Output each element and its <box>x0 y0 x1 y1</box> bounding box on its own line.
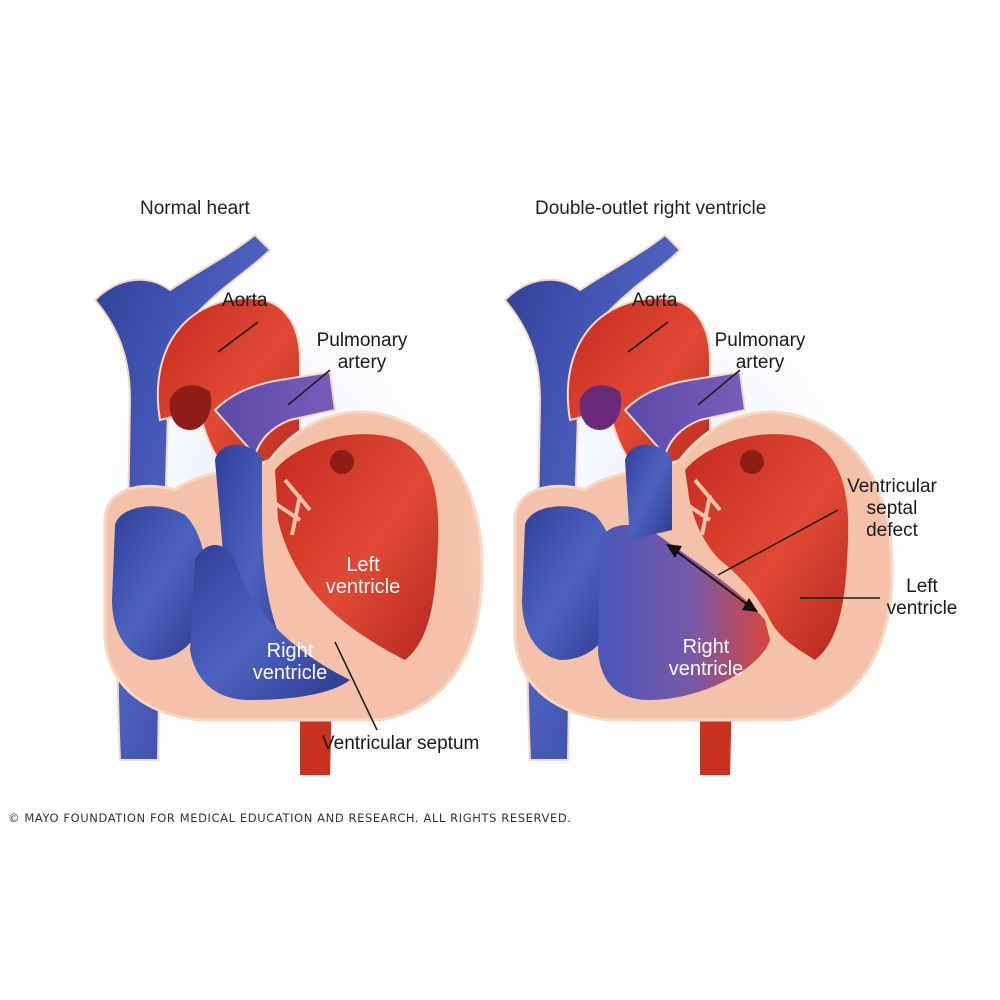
dorv-heart-drawing <box>450 220 930 820</box>
label-line: Pulmonary <box>316 330 408 351</box>
left-ventricle-chamber <box>685 434 849 660</box>
right-atrium <box>112 506 207 660</box>
label-line: artery <box>735 352 785 373</box>
label-ventricular-septum: Ventricular septum <box>322 733 480 754</box>
label-line: ventricle <box>668 658 744 680</box>
pulmonary-artery-leader-line <box>697 369 741 406</box>
aorta-leader-line <box>217 321 259 353</box>
vsd-arrow <box>671 547 753 609</box>
label-line: artery <box>337 352 387 373</box>
pulmonary-artery <box>623 370 747 457</box>
chordae-tendineae <box>268 478 312 536</box>
label-vsd: Ventricular septal defect <box>832 476 952 542</box>
vsd-arrowhead-start <box>666 544 682 558</box>
label-line: defect <box>866 520 918 541</box>
label-pulmonary-artery: Pulmonary artery <box>306 330 418 374</box>
left-ventricle-chamber <box>275 434 439 660</box>
label-line: ventricle <box>252 662 328 684</box>
pulmonary-artery-leader-line <box>287 369 331 406</box>
panel-title-dorv: Double-outlet right ventricle <box>535 198 767 219</box>
label-line: Right <box>682 636 730 658</box>
right-atrium <box>522 506 617 660</box>
label-left-ventricle: Left ventricle <box>318 554 408 598</box>
label-aorta: Aorta <box>222 290 268 311</box>
aorta-lumen <box>579 385 622 430</box>
pulmonary-artery <box>213 370 337 457</box>
pulmonary-vein-opening <box>740 450 764 474</box>
label-line: Right <box>266 640 314 662</box>
label-left-ventricle: Left ventricle <box>872 576 972 620</box>
right-ventricle-chamber <box>598 525 770 700</box>
label-line: Ventricular <box>847 476 937 497</box>
label-line: Pulmonary <box>714 330 806 351</box>
pulmonary-vein-opening <box>330 450 354 474</box>
vsd-arrowhead-end <box>742 598 758 612</box>
label-line: Left <box>906 576 938 597</box>
normal-heart-drawing <box>30 220 510 820</box>
aorta-lumen <box>169 385 212 430</box>
right-ventricle-chamber <box>190 545 350 700</box>
label-right-ventricle: Right ventricle <box>240 640 340 684</box>
label-line: septal <box>866 498 918 519</box>
outflow-tract <box>625 444 672 540</box>
chordae-tendineae <box>678 478 722 536</box>
panel-title-normal: Normal heart <box>140 198 250 219</box>
label-pulmonary-artery: Pulmonary artery <box>704 330 816 374</box>
label-right-ventricle: Right ventricle <box>656 636 756 680</box>
copyright-notice: © MAYO FOUNDATION FOR MEDICAL EDUCATION … <box>8 811 572 825</box>
label-line: Left <box>346 554 380 576</box>
vsd-leader-line <box>717 509 839 576</box>
aorta-leader-line <box>627 321 669 353</box>
ventricular-septum-leader-line <box>334 641 378 731</box>
label-line: ventricle <box>325 576 401 598</box>
label-aorta: Aorta <box>632 290 678 311</box>
label-line: ventricle <box>886 598 958 619</box>
